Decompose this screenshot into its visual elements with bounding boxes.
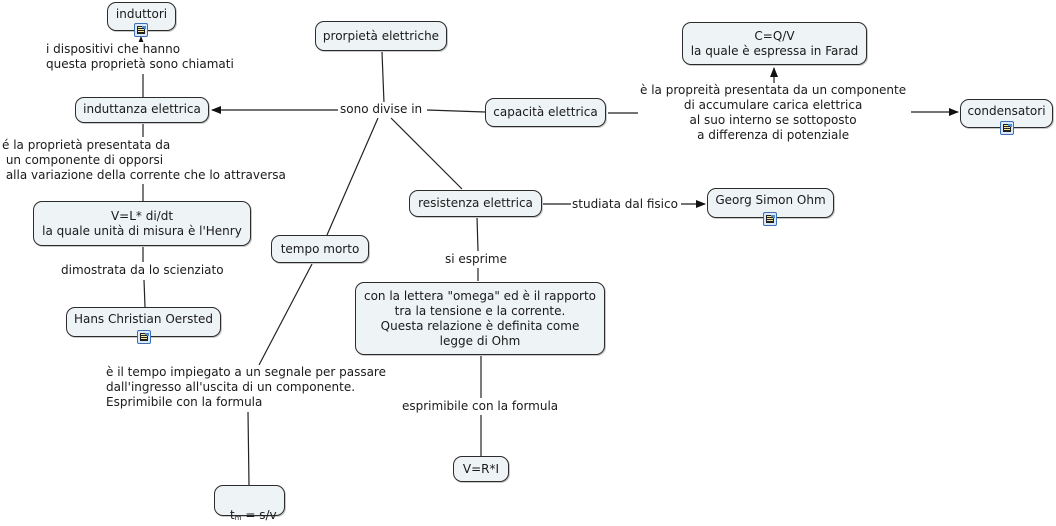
edge-sono-divise-to-resistenza — [390, 117, 463, 190]
node-omega-definizione[interactable]: con la lettera "omega" ed è il rapporto … — [355, 282, 605, 355]
node-v-r-i[interactable]: V=R*I — [453, 456, 509, 482]
node-tempo-morto[interactable]: tempo morto — [271, 235, 369, 263]
edge-proprieta-to-sono-divise — [381, 51, 385, 104]
node-induttanza-elettrica[interactable]: induttanza elettrica — [75, 97, 209, 123]
edge-sono-divise-to-capacita — [426, 109, 486, 113]
link-label-si-esprime: si esprime — [445, 252, 507, 267]
node-proprieta-elettriche[interactable]: prorpietà elettriche — [315, 21, 447, 51]
tm-expression: = s/v — [241, 508, 277, 522]
node-georg-simon-ohm[interactable]: Georg Simon Ohm — [707, 188, 834, 218]
edge-dimostrata-to-hans — [143, 279, 146, 308]
edge-sono-divise-to-tempo-morto — [326, 117, 379, 236]
node-capacita-elettrica[interactable]: capacità elettrica — [485, 98, 606, 127]
node-resistenza-elettrica[interactable]: resistenza elettrica — [409, 190, 542, 217]
link-label-esprimibile: esprimibile con la formula — [402, 399, 559, 414]
link-label-tempo-definizione: è il tempo impiegato a un segnale per pa… — [106, 365, 386, 410]
node-tm-formula[interactable]: tm = s/v — [214, 485, 285, 522]
link-label-dimostrata: dimostrata da lo scienziato — [61, 263, 224, 278]
node-c-q-v[interactable]: C=Q/V la quale è espressa in Farad — [682, 22, 867, 65]
edge-tempo-morto-to-def — [258, 263, 313, 366]
link-label-proprieta-capacita: è la propreità presentata da un componen… — [640, 83, 907, 143]
tm-subscript: m — [234, 514, 242, 522]
link-label-proprieta-induttanza: é la proprietà presentata da un componen… — [2, 138, 286, 183]
resource-icon-hans-oersted[interactable] — [137, 330, 151, 344]
resource-icon-induttori[interactable] — [134, 23, 148, 37]
resource-icon-georg-ohm[interactable] — [763, 212, 777, 226]
edge-tempo-def-to-tm — [247, 411, 250, 486]
node-v-l-di-dt[interactable]: V=L* di/dt la quale unità di misura è l'… — [33, 201, 251, 246]
link-label-dispositivi: i dispositivi che hanno questa proprietà… — [46, 42, 234, 72]
link-label-studiata: studiata dal fisico — [572, 197, 678, 212]
node-induttori[interactable]: induttori — [107, 2, 176, 31]
tm-symbol: t — [230, 508, 235, 522]
edge-resistenza-to-si-esprime — [476, 216, 479, 252]
resource-icon-condensatori[interactable] — [1000, 121, 1014, 135]
link-label-sono-divise-in: sono divise in — [340, 102, 423, 117]
